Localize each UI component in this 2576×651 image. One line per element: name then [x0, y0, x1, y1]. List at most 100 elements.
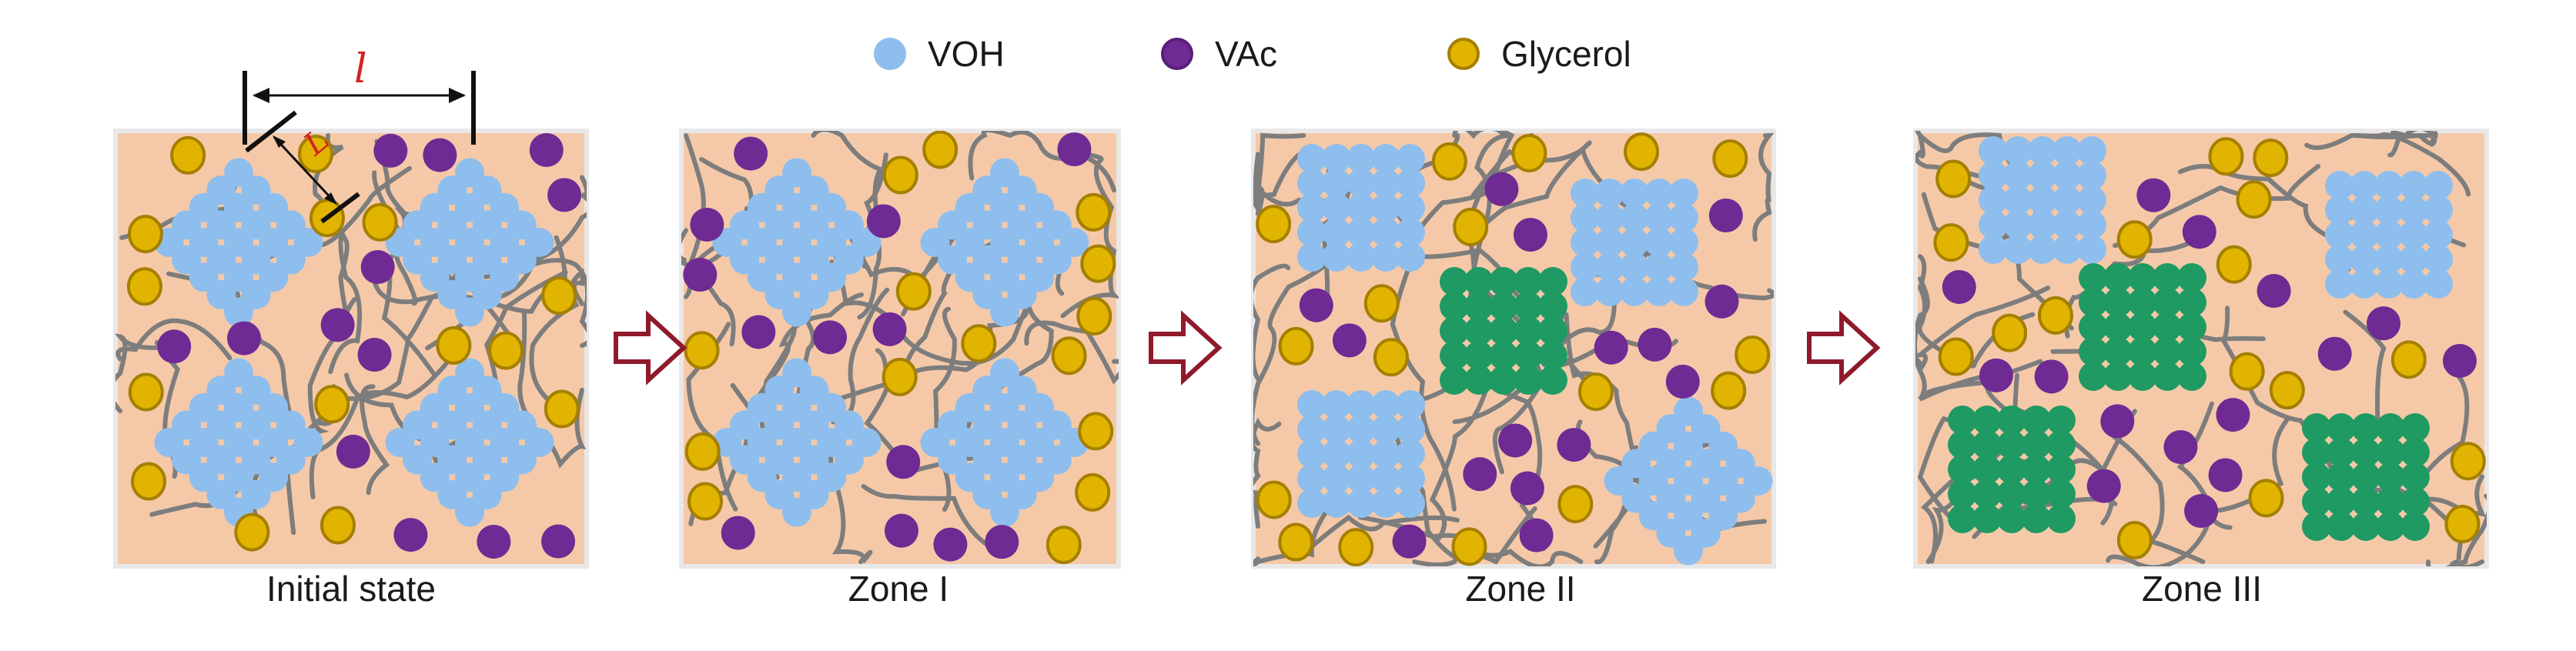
crystal-bead [1440, 316, 1469, 346]
crystal-bead [2022, 455, 2051, 484]
voh-bead [1644, 277, 1674, 306]
voh-bead [1644, 252, 1674, 282]
voh-bead [2399, 245, 2428, 274]
glycerol-molecule [1577, 372, 1614, 412]
voh-bead [1347, 193, 1376, 222]
lamella-tick-top [245, 110, 297, 153]
polymer-chain [2450, 493, 2487, 566]
glycerol-molecule [2116, 520, 2153, 559]
crystal-bead [1538, 267, 1567, 296]
crystal-bead [2128, 362, 2157, 391]
crystal-bead [2302, 438, 2331, 467]
glycerol-molecule [1045, 526, 1082, 565]
glycerol-molecule [1278, 326, 1314, 366]
polymer-chain [2304, 132, 2471, 197]
glycerol-molecule [684, 331, 720, 370]
crystal-cluster [1440, 267, 1567, 395]
voh-bead [1396, 390, 1425, 419]
polymer-chain [2111, 434, 2206, 564]
voh-bead [1297, 242, 1326, 272]
voh-bead [2399, 195, 2428, 225]
voh-bead [1371, 193, 1400, 222]
glycerol-molecule [2116, 220, 2153, 259]
voh-bead [2077, 235, 2106, 264]
panel-4 [1913, 129, 2489, 569]
glycerol-molecule [1735, 335, 1771, 374]
glycerol-molecule [2444, 504, 2481, 543]
voh-bead [1396, 439, 1425, 469]
panel-content [1915, 131, 2487, 566]
crystal-bead [2351, 462, 2380, 492]
vac-molecule [1392, 524, 1427, 559]
voh-cluster [1604, 396, 1773, 566]
voh-bead [990, 497, 1019, 527]
crystal-bead [2128, 337, 2157, 366]
glycerol-molecule [1076, 192, 1112, 232]
panel-content [1253, 131, 1774, 566]
crystal-bead [2177, 263, 2206, 292]
vac-molecule [683, 258, 718, 292]
crystal-bead [1538, 341, 1567, 370]
polymer-chain [1060, 149, 1119, 319]
glycerol-molecule [1453, 208, 1489, 247]
vac-molecule [1057, 132, 1092, 167]
crystal-bead [1538, 366, 1567, 395]
glycerol-molecule [1431, 142, 1467, 181]
voh-bead [1669, 179, 1698, 208]
voh-bead [1571, 179, 1600, 208]
voh-bead [2399, 269, 2428, 299]
polymer-chain [115, 333, 169, 413]
voh-bead [1297, 464, 1326, 493]
glycerol-molecule [488, 331, 524, 370]
voh-bead [2350, 220, 2379, 249]
vac-molecule [985, 525, 1019, 559]
voh-bead [1979, 185, 2008, 215]
vac-molecule [227, 321, 262, 356]
vac-molecule [1484, 172, 1519, 206]
vac-molecule [393, 518, 428, 553]
vac-molecule [1299, 288, 1333, 322]
crystal-cluster [2079, 263, 2206, 391]
voh-bead [1396, 489, 1425, 518]
vac-molecule [2182, 215, 2216, 249]
polymer-chain [1253, 255, 1337, 446]
voh-cluster [1571, 179, 1698, 306]
legend-vac-label: VAc [1215, 34, 1277, 74]
voh-bead [1297, 144, 1326, 173]
crystal-bead [1489, 316, 1518, 346]
vac-molecule [2086, 469, 2121, 503]
vac-molecule [2034, 359, 2069, 394]
voh-bead [2399, 171, 2428, 200]
crystal-bead [1948, 455, 1977, 484]
polymer-chain [948, 289, 1054, 459]
vac-molecule [2257, 274, 2291, 309]
voh-bead [2374, 245, 2404, 274]
crystal-bead [2400, 438, 2430, 467]
polymer-chain [828, 432, 873, 564]
crystal-bead [1972, 430, 2002, 459]
glycerol-molecule [2269, 371, 2305, 410]
crystal-bead [1948, 504, 1977, 533]
crystal-cluster [1948, 406, 2076, 533]
vac-molecule [1510, 471, 1544, 506]
glycerol-molecule [319, 506, 356, 545]
voh-bead [1571, 252, 1600, 282]
voh-bead [2374, 171, 2404, 200]
vac-molecule [1513, 218, 1547, 252]
crystal-bead [1464, 267, 1494, 296]
voh-bead [2350, 245, 2379, 274]
legend-glycerol: Glycerol [1447, 31, 1631, 77]
polymer-chain [1253, 263, 1291, 382]
glycerol-molecule [362, 202, 398, 242]
legend-glycerol-swatch [1447, 38, 1480, 70]
voh-bead [2003, 136, 2032, 165]
crystal-bead [1997, 479, 2026, 509]
voh-bead [1620, 179, 1649, 208]
voh-bead [1297, 169, 1326, 198]
voh-bead [1371, 415, 1400, 444]
crystal-bead [1464, 292, 1494, 321]
crystal-bead [2327, 487, 2356, 516]
voh-bead [1322, 169, 1351, 198]
voh-bead [2077, 210, 2106, 239]
crystal-bead [2327, 438, 2356, 467]
